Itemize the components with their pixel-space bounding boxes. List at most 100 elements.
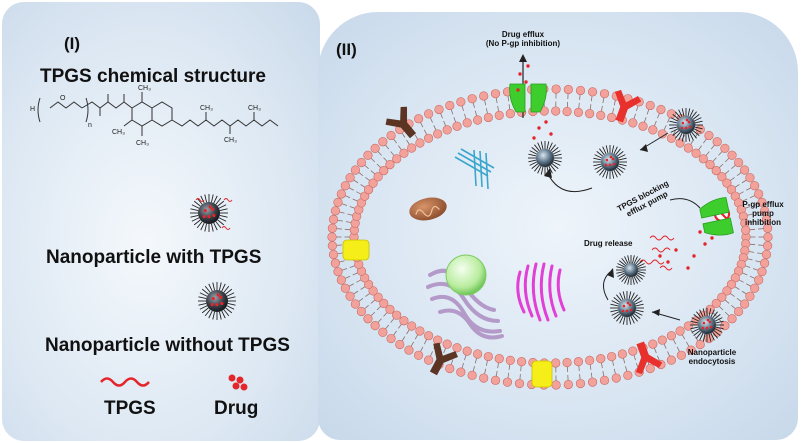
- lipid-head: [705, 160, 715, 170]
- lipid-head: [745, 291, 755, 301]
- nanoparticle-internalized: [593, 145, 627, 179]
- drug-dot: [544, 120, 548, 124]
- lipid-head: [490, 375, 501, 385]
- lipid-head: [596, 354, 606, 364]
- drug-dot: [674, 248, 678, 252]
- drug-dot: [549, 132, 553, 136]
- receptor-red: [635, 341, 663, 375]
- lipid-head: [356, 157, 366, 168]
- lipid-head: [686, 345, 696, 355]
- atom-h: H: [30, 106, 35, 113]
- pgp-efflux-pump-blocked: [699, 197, 734, 236]
- nanoparticle-with-tpgs: [190, 194, 228, 232]
- lipid-head: [705, 304, 715, 314]
- released-tpgs-strands: [639, 235, 675, 271]
- lipid-head: [373, 172, 383, 182]
- lipid-head: [330, 258, 340, 268]
- lipid-head: [657, 335, 667, 345]
- drug-dot: [686, 266, 690, 270]
- lipid-head: [648, 339, 658, 349]
- lipid-head: [573, 357, 584, 367]
- pgp-inhibition-label: P-gp efflux pump inhibition: [734, 200, 792, 227]
- receptor-red: [614, 89, 642, 123]
- lipid-head: [392, 154, 402, 164]
- lipid-head: [328, 249, 339, 260]
- lipid-head: [462, 118, 472, 128]
- lipid-head: [415, 138, 425, 148]
- lipid-head: [413, 350, 424, 360]
- lipid-head: [407, 321, 417, 331]
- ion-channel: [342, 239, 370, 261]
- lipid-head: [434, 104, 444, 115]
- lipid-head: [385, 160, 395, 170]
- lipid-head: [607, 112, 617, 123]
- atom-ch3-e: CH₃: [224, 137, 237, 144]
- lipid-head: [704, 130, 714, 141]
- lipid-head: [683, 143, 693, 153]
- lipid-head: [327, 223, 337, 233]
- lipid-head: [340, 181, 350, 191]
- nanoparticle-without-tpgs-label: Nanoparticle without TPGS: [45, 335, 290, 356]
- lipid-head: [363, 150, 373, 160]
- lipid-head: [505, 355, 515, 365]
- tpgs-chemical-structure: [37, 92, 279, 136]
- lipid-head: [722, 286, 732, 296]
- lipid-head: [575, 85, 586, 96]
- lipid-head: [617, 349, 627, 359]
- nanoparticle-endocytosis: [690, 308, 724, 342]
- lipid-head: [750, 283, 760, 293]
- lipid-head: [473, 349, 483, 359]
- lipid-head: [563, 84, 573, 95]
- legend-drug-label: Drug: [214, 398, 259, 419]
- lipid-head: [675, 138, 685, 148]
- lipid-head: [739, 299, 750, 309]
- lipid-head: [585, 355, 595, 365]
- lipid-head: [712, 137, 722, 147]
- lipid-head: [722, 178, 732, 188]
- drug-dot: [698, 230, 702, 234]
- lipid-head: [494, 110, 504, 120]
- lipid-head: [407, 143, 417, 153]
- legend-tpgs-label: TPGS: [104, 398, 156, 419]
- atom-ch3-d: CH₃: [200, 105, 213, 112]
- lipid-head: [395, 339, 405, 350]
- drug-efflux-line2: (No P-gp inhibition): [485, 39, 561, 48]
- lipid-head: [433, 129, 443, 139]
- nanoparticle-with-tpgs-label: Nanoparticle with TPGS: [46, 247, 262, 268]
- left-panel: [2, 2, 320, 441]
- mitochondrion: [409, 197, 447, 221]
- lipid-head: [726, 279, 737, 290]
- lipid-head: [456, 97, 466, 107]
- lipid-head: [445, 363, 455, 374]
- pgp-line3: inhibition: [745, 218, 781, 227]
- endocytosis-line1: Nanoparticle: [687, 348, 737, 357]
- golgi-apparatus: [516, 262, 566, 322]
- drug-legend-icon: [228, 374, 248, 391]
- lipid-head: [442, 125, 452, 135]
- drug-release-label: Drug release: [584, 239, 633, 248]
- lipid-head: [760, 206, 770, 216]
- lipid-head: [551, 84, 561, 94]
- lipid-head: [760, 258, 770, 268]
- lipid-head: [754, 275, 764, 285]
- tpgs-strand: [221, 226, 231, 230]
- lipid-head: [711, 165, 721, 176]
- lipid-head: [596, 110, 606, 120]
- lipid-head: [327, 232, 337, 242]
- lipid-head: [424, 109, 434, 119]
- lipid-head: [648, 125, 658, 135]
- lipid-head: [328, 214, 339, 225]
- lipid-head: [385, 304, 395, 314]
- drug-dot: [537, 126, 541, 130]
- lipid-head: [656, 104, 666, 115]
- lipid-head: [628, 118, 638, 128]
- drug-dot: [526, 64, 530, 68]
- lipid-head: [683, 321, 693, 331]
- lipid-head: [717, 172, 727, 182]
- lipid-head: [562, 106, 572, 117]
- lipid-head: [336, 189, 346, 199]
- lipid-head: [563, 379, 573, 390]
- lipid-head: [350, 165, 361, 175]
- lipid-head: [370, 321, 380, 331]
- lipid-head: [638, 121, 648, 131]
